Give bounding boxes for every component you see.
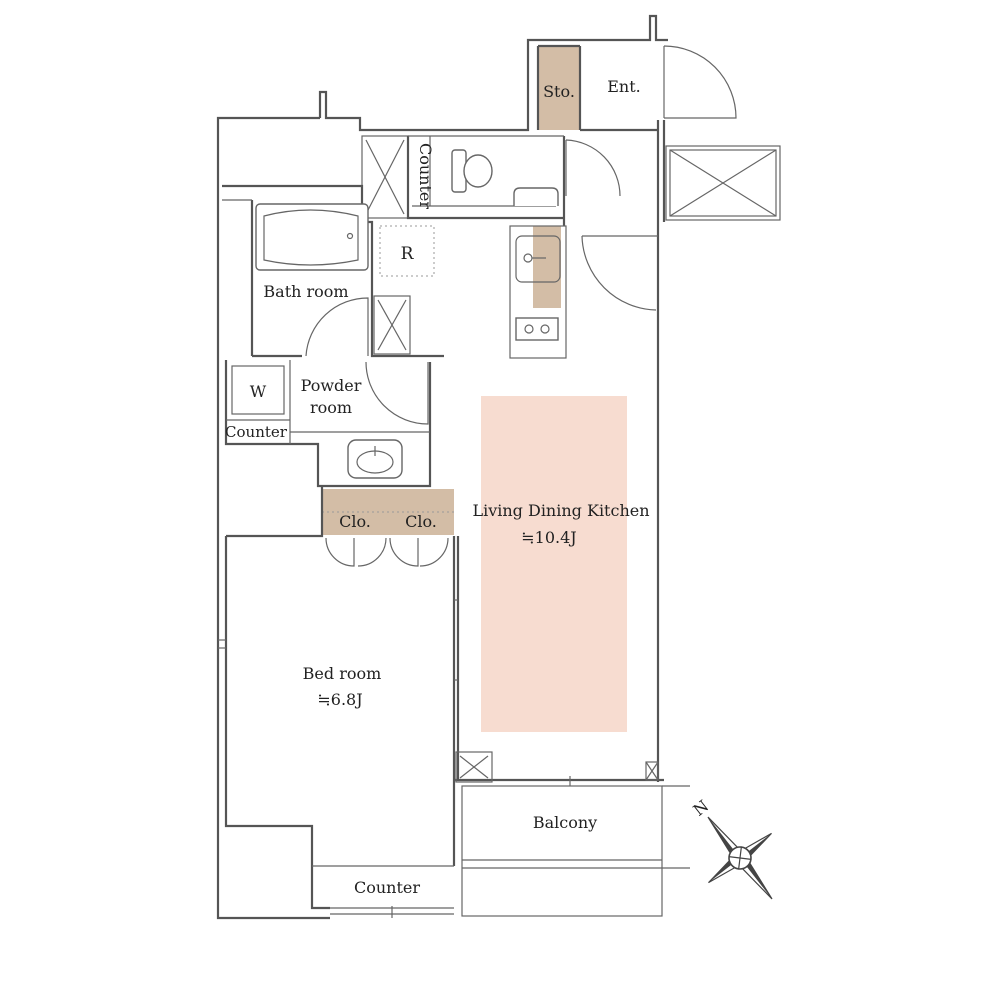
washbasin bbox=[347, 439, 403, 479]
bottom-counter-label: Counter bbox=[354, 878, 420, 897]
closet-right-label: Clo. bbox=[405, 512, 437, 531]
doors bbox=[305, 45, 737, 567]
bed-room-name-label: Bed room bbox=[303, 664, 382, 683]
storage-label: Sto. bbox=[543, 82, 575, 101]
entrance-label: Ent. bbox=[607, 77, 641, 96]
powder-room-label-2: room bbox=[310, 398, 352, 417]
compass-north-label: N bbox=[690, 796, 713, 820]
ldk-size-label: ≒10.4J bbox=[521, 528, 576, 547]
ldk-name-label: Living Dining Kitchen bbox=[472, 501, 649, 520]
balcony-label: Balcony bbox=[533, 813, 597, 832]
closet-left-label: Clo. bbox=[339, 512, 371, 531]
bed-room-size-label: ≒6.8J bbox=[317, 690, 362, 709]
kitchen-counter bbox=[509, 225, 567, 359]
bath-room-label: Bath room bbox=[263, 282, 348, 301]
refrigerator-label: R bbox=[401, 244, 415, 264]
washer-space bbox=[231, 365, 285, 415]
powder-counter-label: Counter bbox=[225, 423, 288, 441]
ldk-highlight bbox=[481, 396, 627, 732]
refrigerator-space bbox=[379, 225, 435, 277]
bathtub bbox=[255, 203, 369, 271]
walls bbox=[216, 14, 781, 920]
compass-rose-icon: N bbox=[690, 796, 773, 900]
bathtub-basin bbox=[263, 209, 359, 266]
room-labels: Sto. Ent. Counter R Bath room W Powder r… bbox=[225, 77, 649, 897]
kitchen-counter-fill bbox=[533, 226, 561, 308]
storage-fill bbox=[538, 46, 580, 130]
toilet-bowl bbox=[463, 154, 493, 188]
powder-room-label-1: Powder bbox=[301, 376, 362, 395]
washer-label: W bbox=[250, 382, 267, 401]
toilet-counter-label: Counter bbox=[416, 143, 435, 209]
fixtures bbox=[231, 149, 567, 479]
stove bbox=[515, 317, 559, 341]
